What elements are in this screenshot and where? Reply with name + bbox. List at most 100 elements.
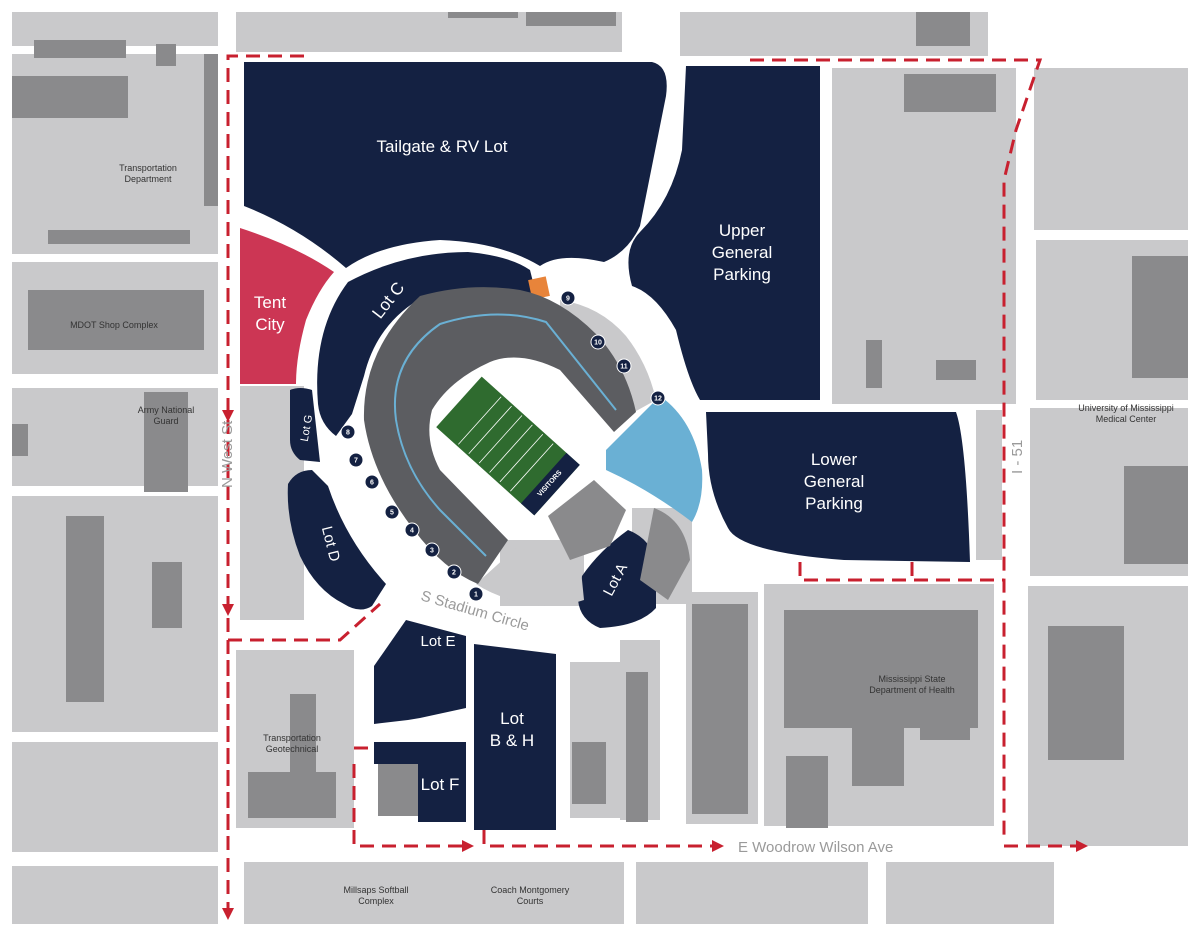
building (1132, 256, 1188, 378)
gate-marker (616, 358, 632, 374)
gate-11[interactable]: 11 (616, 358, 632, 374)
route-lower-bottom (798, 562, 1004, 582)
lot-b-h[interactable] (474, 644, 556, 830)
building (48, 230, 190, 244)
tent-city[interactable] (240, 228, 334, 384)
blue-plaza (606, 396, 703, 522)
block (244, 862, 624, 924)
endzone-visitors (520, 452, 580, 516)
block (976, 410, 1002, 560)
geotech-label-2: Geotechnical (266, 744, 319, 754)
tailgate-rv-lot[interactable] (244, 62, 667, 268)
gate-7[interactable]: 7 (348, 452, 364, 468)
msdh-label-2: Department of Health (869, 685, 955, 695)
stadium-bowl (363, 287, 636, 584)
lower-parking-label-3: Parking (805, 494, 863, 513)
building (526, 12, 616, 26)
umc-label-2: Medical Center (1096, 414, 1157, 424)
route-arrow (222, 410, 234, 422)
gate-9[interactable]: 9 (560, 290, 576, 306)
lot-e-label: Lot E (420, 633, 455, 650)
route-arrow (712, 840, 724, 852)
gate-5[interactable]: 5 (384, 504, 400, 520)
building (66, 516, 104, 702)
lot-g[interactable] (290, 388, 320, 462)
gate-number: 4 (410, 528, 414, 535)
building (156, 44, 176, 66)
gate-2[interactable]: 2 (446, 564, 462, 580)
tent-city-label-1: Tent (254, 293, 286, 312)
lower-general-parking[interactable] (706, 412, 970, 562)
gate-marker (590, 334, 606, 350)
upper-parking-label-2: General (712, 243, 772, 262)
building (12, 424, 28, 456)
msdh-label-1: Mississippi State (878, 674, 945, 684)
building (936, 360, 976, 380)
gate-number: 3 (430, 548, 434, 555)
gate-1[interactable]: 1 (468, 586, 484, 602)
lot-d[interactable] (287, 470, 386, 610)
building (204, 54, 218, 206)
gate-3[interactable]: 3 (424, 542, 440, 558)
traffic-routes (222, 54, 1088, 920)
stadium-annex (640, 508, 690, 600)
lot-b-h-label-2: B & H (490, 731, 534, 750)
route-arrow (222, 908, 234, 920)
building (866, 340, 882, 388)
gate-marker (468, 586, 484, 602)
gate-number: 7 (354, 458, 358, 465)
gate-marker (446, 564, 462, 580)
concourse-south (476, 548, 584, 606)
route-top-right (750, 58, 1043, 840)
lot-g-label: Lot G (299, 414, 315, 443)
yard-lines (458, 396, 554, 492)
route-north (226, 54, 312, 830)
transport-dept-label-2: Department (124, 174, 172, 184)
building (1124, 466, 1188, 564)
building (626, 672, 648, 822)
gate-12[interactable]: 12 (650, 390, 666, 406)
gate-10[interactable]: 10 (590, 334, 606, 350)
gate-marker (348, 452, 364, 468)
block (832, 68, 1016, 404)
gate-marker (560, 290, 576, 306)
tailgate-rv-lot-label: Tailgate & RV Lot (376, 137, 507, 156)
building (852, 720, 904, 786)
lower-parking-label-1: Lower (811, 450, 858, 469)
building (904, 74, 996, 112)
lot-f[interactable] (374, 742, 466, 822)
route-woodrow-west (352, 764, 462, 848)
lot-c[interactable] (317, 252, 536, 436)
tent-city-label-2: City (255, 315, 285, 334)
gate-number: 6 (370, 480, 374, 487)
route-arrow (1076, 840, 1088, 852)
lot-e[interactable] (374, 620, 466, 724)
concourse-ring (394, 313, 617, 557)
gate-8[interactable]: 8 (340, 424, 356, 440)
press-box (548, 480, 626, 560)
gate-4[interactable]: 4 (404, 522, 420, 538)
building-labels: Transportation Department MDOT Shop Comp… (70, 163, 1174, 906)
lot-a[interactable] (578, 530, 656, 628)
building (152, 562, 182, 628)
building (378, 762, 418, 816)
gate-marker (650, 390, 666, 406)
coach-courts-label-2: Courts (517, 896, 544, 906)
route-arrow (222, 604, 234, 616)
gate-6[interactable]: 6 (364, 474, 380, 490)
gate-number: 9 (566, 296, 570, 303)
gate-marker (384, 504, 400, 520)
lot-f-label: Lot F (421, 775, 460, 794)
gate-number: 8 (346, 430, 350, 437)
upper-general-parking[interactable] (628, 66, 820, 400)
upper-parking-label-1: Upper (719, 221, 766, 240)
block (12, 496, 218, 732)
building (920, 720, 970, 740)
building (448, 12, 518, 18)
route-woodrow-mid (482, 830, 712, 848)
block (12, 866, 218, 924)
building (572, 742, 606, 804)
building (786, 756, 828, 828)
route-west-loop (228, 602, 382, 642)
